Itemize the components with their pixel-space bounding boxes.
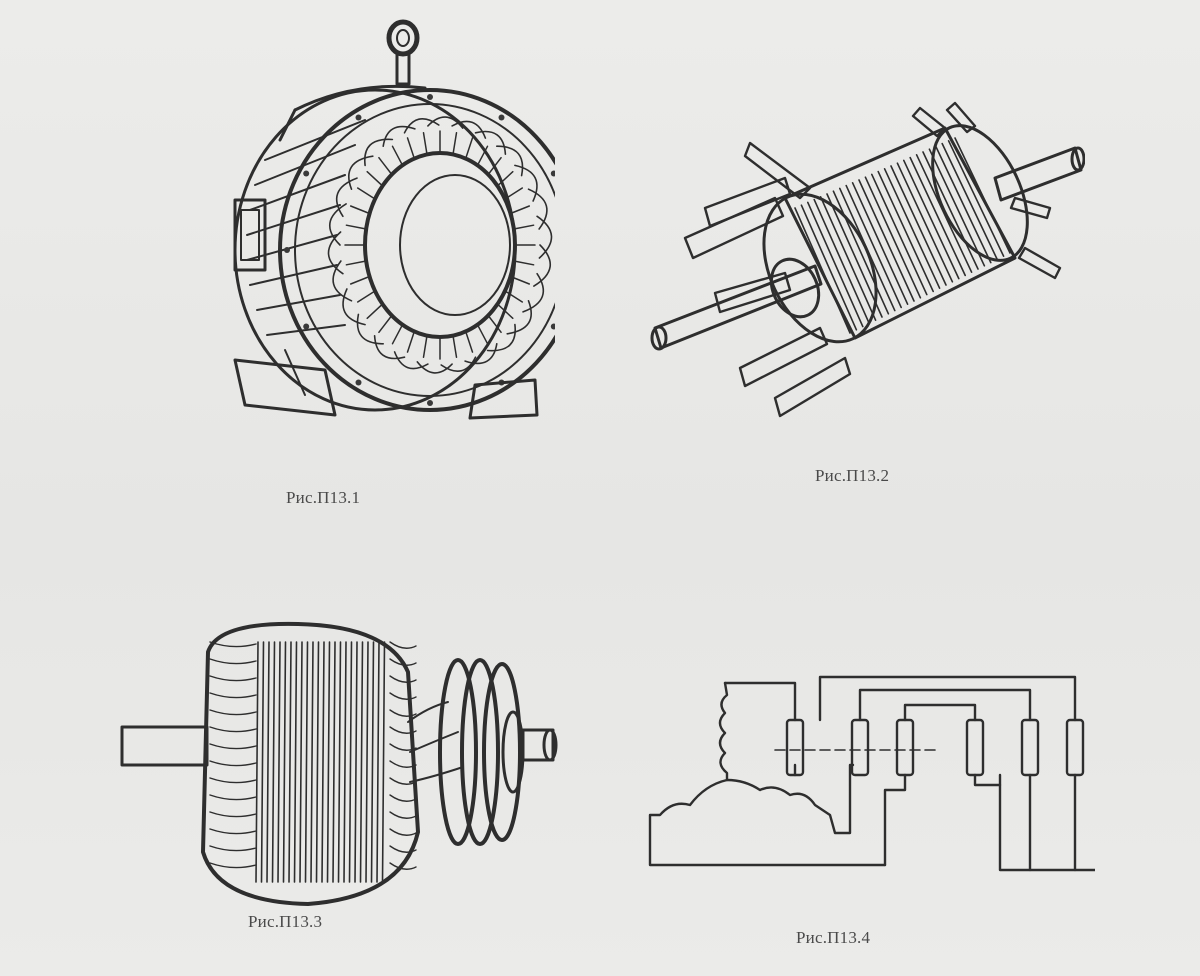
caption-figure-3: Рис.П13.3 [248,912,323,931]
cage-rotor-drawing [650,101,1085,418]
figure-slip-ring-circuit [645,665,1095,885]
slip-ring-circuit-drawing [648,675,1095,872]
caption-figure-4: Рис.П13.4 [796,928,871,947]
figure-wound-rotor [118,612,568,912]
caption-figure-1: Рис.П13.1 [286,488,361,507]
caption-figure-2: Рис.П13.2 [815,466,890,485]
figure-stator [225,10,555,425]
stator-drawing [233,19,555,420]
wound-rotor-drawing [120,621,558,906]
figure-squirrel-cage-rotor [645,98,1085,428]
